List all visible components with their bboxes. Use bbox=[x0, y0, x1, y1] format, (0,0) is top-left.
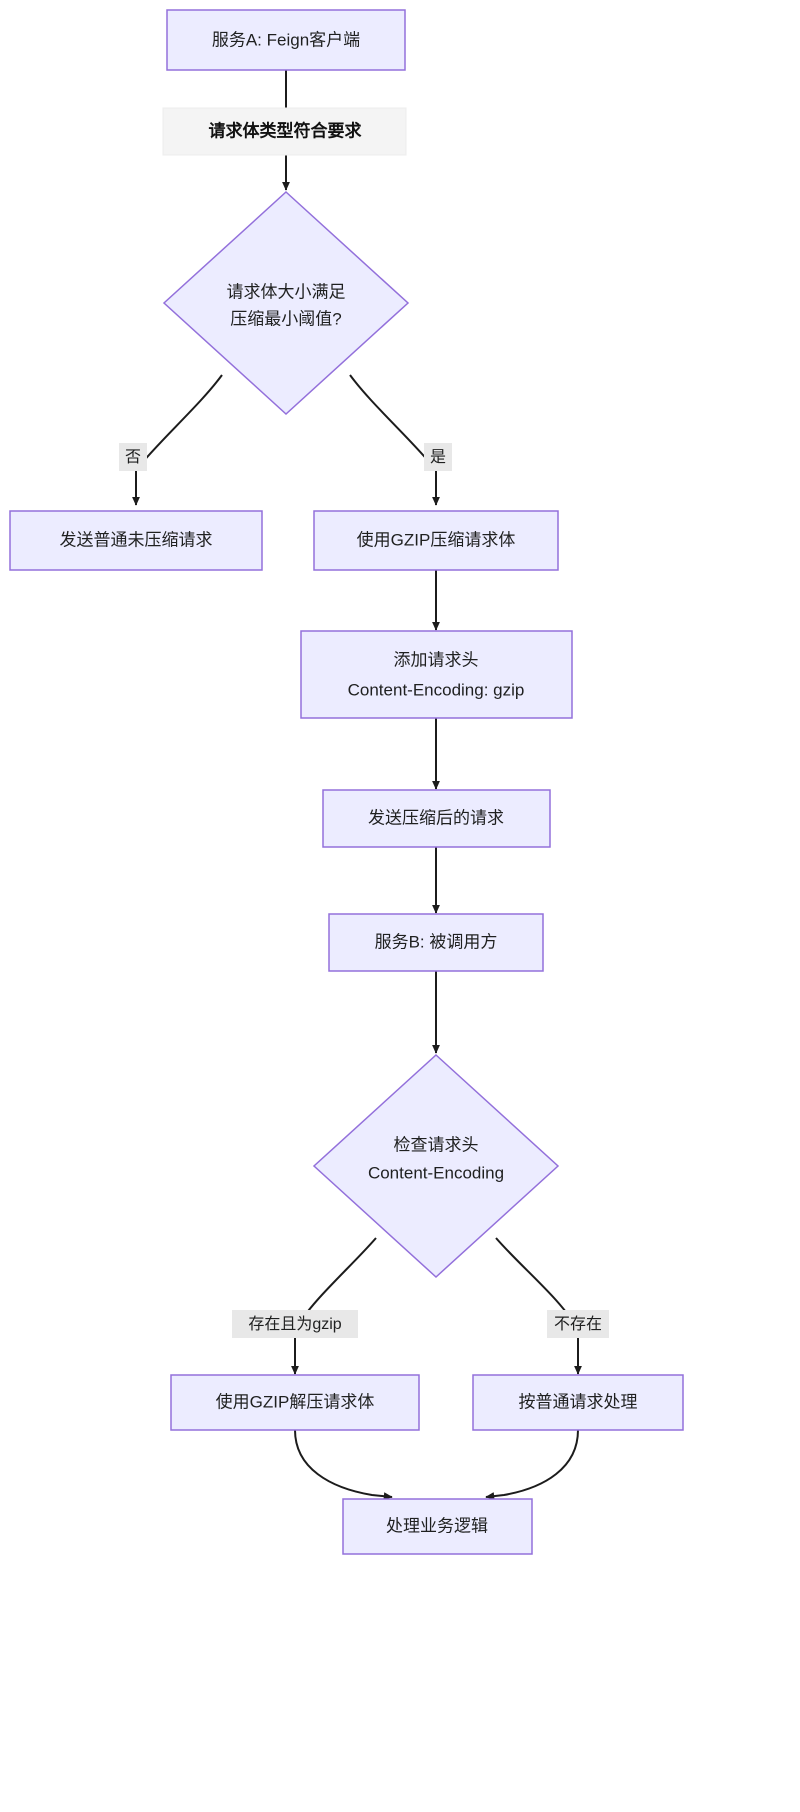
node-send-uncompressed-label: 发送普通未压缩请求 bbox=[60, 530, 213, 549]
node-handle-normal-request-label: 按普通请求处理 bbox=[519, 1392, 638, 1411]
node-size-threshold-line-2: 压缩最小阈值? bbox=[230, 309, 341, 328]
edge-n8-n9 bbox=[291, 1237, 377, 1375]
node-handle-normal-request[interactable]: 按普通请求处理 bbox=[472, 1374, 684, 1431]
node-service-b[interactable]: 服务B: 被调用方 bbox=[328, 913, 544, 972]
edge-label-exists-gzip-text: 存在且为gzip bbox=[248, 1315, 341, 1333]
node-send-compressed-label: 发送压缩后的请求 bbox=[368, 808, 504, 827]
node-add-header-line-2: Content-Encoding: gzip bbox=[348, 680, 525, 699]
node-process-business-logic[interactable]: 处理业务逻辑 bbox=[342, 1498, 533, 1555]
node-service-a[interactable]: 服务A: Feign客户端 bbox=[166, 9, 406, 71]
node-service-a-label: 服务A: Feign客户端 bbox=[212, 30, 360, 49]
node-service-b-label: 服务B: 被调用方 bbox=[375, 932, 498, 951]
edge-label-no-text: 否 bbox=[125, 449, 141, 466]
edge-title-label-text: 请求体类型符合要求 bbox=[209, 120, 362, 140]
node-send-compressed[interactable]: 发送压缩后的请求 bbox=[322, 789, 551, 848]
edge-n9-n11 bbox=[294, 1429, 393, 1501]
node-send-uncompressed[interactable]: 发送普通未压缩请求 bbox=[9, 510, 263, 571]
node-check-header-decision[interactable]: 检查请求头 Content-Encoding bbox=[312, 1053, 560, 1279]
node-gzip-compress-body-label: 使用GZIP压缩请求体 bbox=[357, 529, 516, 549]
edge-title-label-box: 请求体类型符合要求 bbox=[162, 107, 407, 156]
node-process-business-logic-label: 处理业务逻辑 bbox=[386, 1516, 488, 1535]
node-check-header-line-1: 检查请求头 bbox=[394, 1135, 479, 1154]
edge-label-not-exists: 不存在 bbox=[547, 1310, 609, 1338]
node-gzip-decompress-body-label: 使用GZIP解压请求体 bbox=[216, 1391, 375, 1411]
node-size-threshold-decision[interactable]: 请求体大小满足 压缩最小阈值? bbox=[162, 190, 410, 416]
node-add-header-line-1: 添加请求头 bbox=[394, 650, 479, 669]
node-gzip-decompress-body[interactable]: 使用GZIP解压请求体 bbox=[170, 1374, 420, 1431]
node-gzip-compress-body[interactable]: 使用GZIP压缩请求体 bbox=[313, 510, 559, 571]
edge-label-no: 否 bbox=[119, 443, 147, 471]
edge-n2-n3 bbox=[132, 374, 223, 506]
edge-label-exists-gzip: 存在且为gzip bbox=[232, 1310, 358, 1338]
edge-n10-n11 bbox=[485, 1429, 579, 1501]
node-size-threshold-line-1: 请求体大小满足 bbox=[227, 282, 346, 301]
edge-n8-n10 bbox=[495, 1237, 582, 1375]
edge-label-not-exists-text: 不存在 bbox=[554, 1315, 602, 1333]
node-check-header-line-2: Content-Encoding bbox=[368, 1163, 504, 1182]
node-add-header[interactable]: 添加请求头 Content-Encoding: gzip bbox=[300, 630, 573, 719]
edge-n2-n4 bbox=[349, 374, 440, 506]
edge-label-yes-text: 是 bbox=[430, 449, 446, 466]
edge-label-yes: 是 bbox=[424, 443, 452, 471]
